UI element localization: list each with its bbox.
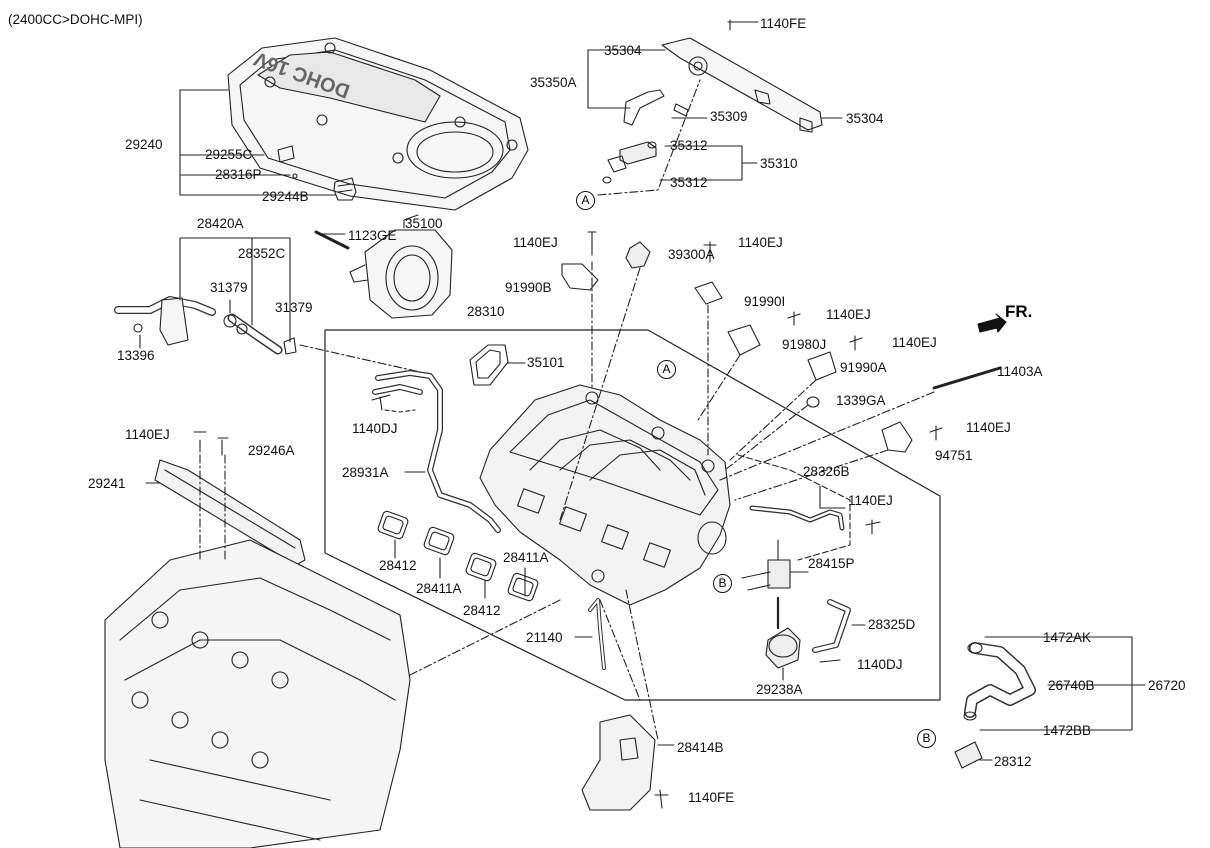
actuator — [765, 596, 801, 669]
part-label: 1472AK — [1043, 630, 1092, 645]
part-label: 28412 — [379, 558, 417, 573]
part-label: 31379 — [275, 300, 313, 315]
part-label: 35304 — [846, 111, 884, 126]
front-direction-label: FR. — [1005, 302, 1033, 321]
part-label: 26740B — [1048, 678, 1095, 693]
part-label: 1472BB — [1043, 723, 1092, 738]
part-label: 28325D — [868, 617, 916, 632]
part-label: 91980J — [782, 337, 827, 352]
part-label: 35350A — [530, 75, 577, 90]
part-label: 29240 — [125, 137, 163, 152]
part-label: 28352C — [238, 246, 286, 261]
part-label: 21140 — [526, 630, 563, 645]
part-label: 35309 — [710, 109, 748, 124]
part-label: 29244B — [262, 189, 309, 204]
part-label: 1140EJ — [892, 335, 937, 350]
part-label: 35101 — [527, 355, 565, 370]
part-label: 28312 — [994, 754, 1032, 769]
part-label: 1140EJ — [738, 235, 783, 250]
part-label: 1140EJ — [125, 427, 170, 442]
part-label: 28931A — [342, 465, 389, 480]
part-label: 28326B — [803, 464, 850, 479]
part-label: 1140EJ — [966, 420, 1011, 435]
part-label: 39300A — [668, 247, 715, 262]
part-label: 29238A — [756, 682, 803, 697]
part-label: 28316P — [215, 167, 262, 182]
vacuum-pipe — [372, 370, 501, 533]
fuel-rail — [602, 37, 823, 184]
part-label: 94751 — [935, 448, 973, 463]
part-label: 1140EJ — [826, 307, 871, 322]
part-label: 1140EJ — [848, 493, 893, 508]
part-label: 1140DJ — [352, 421, 398, 436]
part-label: 28412 — [463, 603, 501, 618]
part-label: 11403A — [997, 364, 1043, 379]
callout-b-hose: B — [917, 729, 936, 748]
part-label: 1140DJ — [857, 657, 903, 672]
part-label: 1339GA — [836, 393, 886, 408]
part-label: 1140FE — [760, 16, 807, 31]
callout-a-manifold: A — [657, 360, 676, 379]
part-label: 29255C — [205, 147, 253, 162]
callout-b-manifold: B — [713, 574, 732, 593]
callout-a-top: A — [576, 191, 595, 210]
part-label: 28411A — [416, 581, 462, 596]
part-label: 35312 — [670, 175, 708, 190]
part-label: 28420A — [197, 216, 244, 231]
cylinder-head — [104, 539, 411, 848]
part-label: 31379 — [210, 280, 248, 295]
throttle-body — [349, 229, 453, 319]
part-label: 91990A — [840, 360, 887, 375]
engine-spec-label: (2400CC>DOHC-MPI) — [8, 12, 143, 27]
part-label: 28414B — [677, 740, 724, 755]
part-label: 28411A — [503, 550, 549, 565]
purge-valve — [741, 539, 809, 591]
part-label: 28310 — [467, 304, 505, 319]
part-label: 35312 — [670, 138, 708, 153]
part-label: 1123GE — [348, 228, 397, 243]
part-label: 1140FE — [688, 790, 735, 805]
part-label: 28415P — [808, 556, 855, 571]
part-label: 13396 — [117, 348, 155, 363]
part-label: 91990I — [744, 294, 786, 309]
part-label: 29246A — [248, 443, 295, 458]
intake-manifold — [479, 384, 731, 606]
part-label: 35304 — [604, 43, 642, 58]
part-label: 91990B — [505, 280, 552, 295]
part-label: 26720 — [1148, 678, 1186, 693]
water-pipe — [114, 296, 297, 355]
hose-assembly — [954, 642, 1036, 769]
manifold-box — [324, 329, 941, 701]
part-label: 29241 — [88, 476, 126, 491]
part-label: 35100 — [405, 216, 443, 231]
engine-cover: DOHC 16V — [227, 37, 529, 211]
part-label: 35310 — [760, 156, 798, 171]
part-label: 1140EJ — [513, 235, 558, 250]
